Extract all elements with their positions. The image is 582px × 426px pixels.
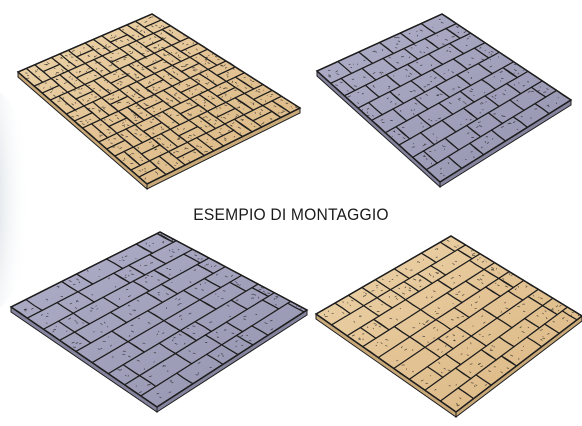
- panel-running-bond-slate: [315, 13, 573, 189]
- panel-herringbone-sand: [16, 13, 302, 191]
- panel-random-bond-sand: [314, 235, 582, 419]
- caption-title: ESEMPIO DI MONTAGGIO: [193, 205, 389, 224]
- left-edge-shadow: [0, 92, 30, 308]
- panel-herringbone-sand-pavers: [17, 13, 301, 185]
- paving-panels: [9, 13, 582, 419]
- panel-random-bond-slate: [9, 231, 309, 413]
